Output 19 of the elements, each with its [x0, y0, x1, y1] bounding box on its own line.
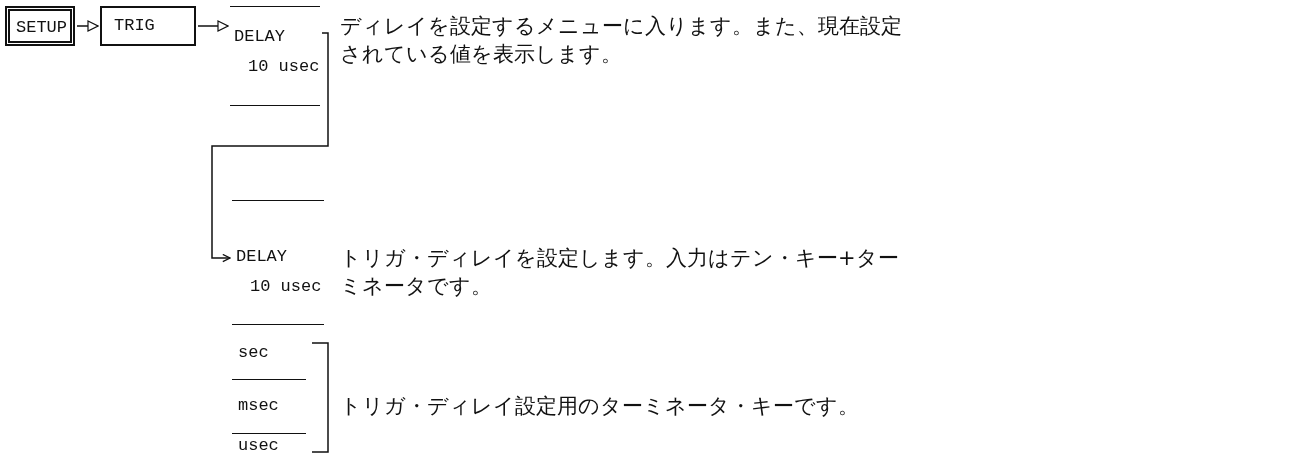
key-label: 10 usec: [250, 277, 322, 296]
key-label: TRIG: [114, 16, 155, 35]
arrow: [76, 20, 99, 32]
arrow: [211, 32, 329, 263]
menu-key: [5, 6, 75, 46]
softkey: [230, 6, 320, 106]
key-label: 10 usec: [248, 57, 320, 76]
description-text: トリガ・ディレイを設定します。入力はテン・キー+ターミネータです。: [340, 245, 900, 301]
key-label: SETUP: [16, 18, 67, 37]
key-label: usec: [238, 436, 279, 455]
menu-key: [100, 6, 196, 46]
softkey: [232, 200, 324, 325]
key-label: DELAY: [236, 247, 287, 266]
key-label: sec: [238, 343, 269, 362]
key-label: DELAY: [234, 27, 285, 46]
description-text: ディレイを設定するメニューに入ります。また、現在設定されている値を表示します。: [340, 13, 903, 69]
arrow: [197, 20, 229, 32]
key-label: msec: [238, 396, 279, 415]
description-text: トリガ・ディレイ設定用のターミネータ・キーです。: [340, 393, 859, 420]
